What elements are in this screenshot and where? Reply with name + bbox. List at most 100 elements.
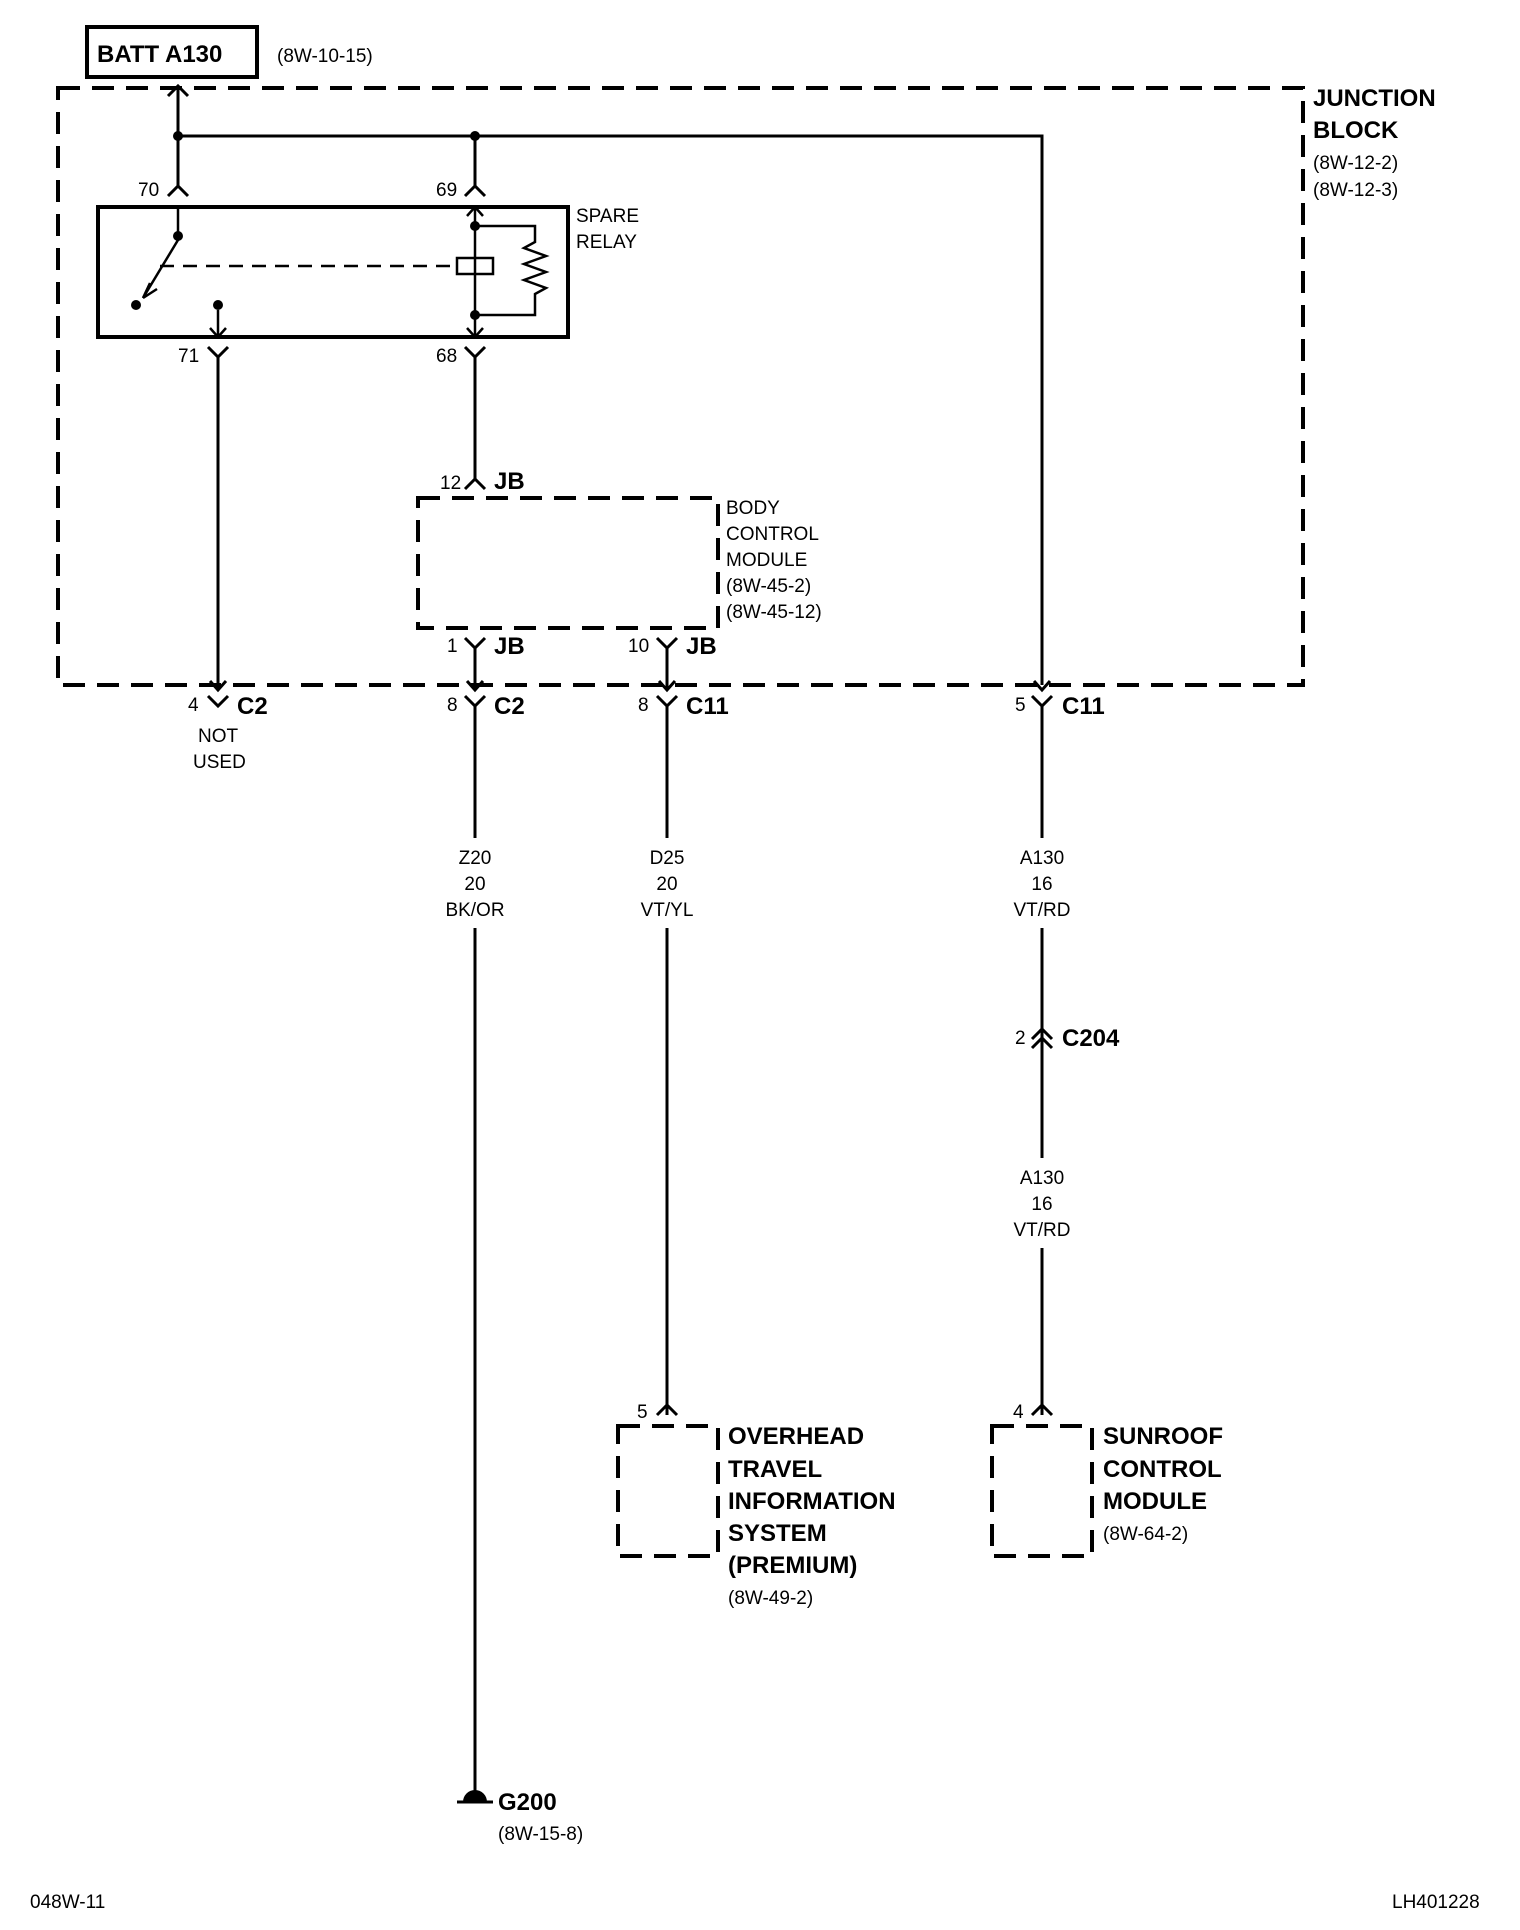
overhead-line-1: OVERHEAD [728, 1423, 864, 1450]
overhead-ref: (8W-49-2) [728, 1588, 813, 1609]
batt-feed-arrow [166, 83, 190, 98]
coil-upper-arrow [466, 205, 484, 217]
ground-ref: (8W-15-8) [498, 1824, 583, 1845]
switch-arm-tip [141, 282, 158, 300]
junction-block-ref-1: (8W-12-2) [1313, 153, 1398, 174]
pin-71-connector [206, 345, 230, 360]
batt-box [85, 25, 259, 79]
pin-71-label: 71 [178, 346, 199, 367]
splice-dot [173, 131, 183, 141]
bcm-pin-12-conn: JB [494, 468, 525, 495]
junction-block-ref-2: (8W-12-3) [1313, 180, 1398, 201]
junction-block-title-1: JUNCTION [1313, 85, 1436, 112]
c11-pin-5-name: C11 [1062, 693, 1105, 720]
pin-69-label: 69 [436, 180, 457, 201]
z20-color: BK/OR [445, 900, 504, 921]
bcm-pin-10-label: 10 [628, 636, 649, 657]
c11-pin-8-name: C11 [686, 693, 729, 720]
bcm-label-2: CONTROL [726, 524, 819, 545]
switch-no-contact-dot [213, 300, 223, 310]
pin-68-label: 68 [436, 346, 457, 367]
suppression-resistor [475, 224, 550, 317]
switch-no-arrow [209, 327, 227, 339]
pin-70-connector [166, 183, 190, 198]
bcm-pin-12-connector [463, 476, 487, 491]
junction-block-outline [56, 86, 1305, 687]
a130-lower-color: VT/RD [1014, 1220, 1071, 1241]
overhead-module-box [616, 1424, 720, 1558]
pin-70-label: 70 [138, 180, 159, 201]
bcm-pin-12-label: 12 [440, 473, 461, 494]
spare-relay-label-2: RELAY [576, 232, 637, 253]
bcm-pin-10-wire-arrow [657, 680, 677, 693]
c2-pin-4-connector [206, 694, 230, 709]
c204-connector [1030, 1026, 1054, 1050]
overhead-line-3: INFORMATION [728, 1488, 896, 1515]
sunroof-pin-4-connector [1030, 1402, 1054, 1417]
overhead-line-5: (PREMIUM) [728, 1552, 857, 1579]
overhead-pin-label: 5 [637, 1402, 648, 1423]
not-used-line-1: NOT [198, 726, 239, 747]
z20-gauge: 20 [464, 874, 485, 895]
sunroof-ref: (8W-64-2) [1103, 1524, 1188, 1545]
c204-name: C204 [1062, 1025, 1120, 1052]
sunroof-line-1: SUNROOF [1103, 1423, 1223, 1450]
a130-bus-wire [178, 134, 1044, 685]
bcm-pin-1-label: 1 [447, 636, 458, 657]
bcm-label-1: BODY [726, 498, 780, 519]
coil-lower-arrow [466, 327, 484, 339]
bcm-pin-10-conn: JB [686, 633, 717, 660]
footer-left-code: 048W-11 [30, 1892, 105, 1913]
switch-contact-dot [173, 231, 183, 241]
d25-gauge: 20 [656, 874, 677, 895]
sunroof-module-box [990, 1424, 1094, 1558]
switch-nc-contact-dot [131, 300, 141, 310]
c2-pin-4-name: C2 [237, 693, 268, 720]
body-control-module-box [416, 496, 720, 630]
bcm-ref-1: (8W-45-2) [726, 576, 811, 597]
d25-circuit: D25 [650, 848, 685, 869]
sunroof-pin-label: 4 [1013, 1402, 1024, 1423]
batt-ref: (8W-10-15) [277, 46, 373, 67]
a130-lower-gauge: 16 [1031, 1194, 1052, 1215]
pin-69-connector [463, 183, 487, 198]
ground-name: G200 [498, 1789, 557, 1816]
sunroof-line-3: MODULE [1103, 1488, 1207, 1515]
spare-relay-box [96, 205, 570, 339]
c204-pin: 2 [1015, 1028, 1026, 1049]
c2-pin-8-name: C2 [494, 693, 525, 720]
bcm-ref-2: (8W-45-12) [726, 602, 822, 623]
junction-block-title-2: BLOCK [1313, 117, 1399, 144]
c11-pin-8-connector [655, 694, 679, 709]
c2-pin-4-label: 4 [188, 695, 199, 716]
c11-pin-8-label: 8 [638, 695, 649, 716]
overhead-pin-5-connector [655, 1402, 679, 1417]
c11-pin-5-label: 5 [1015, 695, 1026, 716]
ground-icon [463, 1790, 487, 1802]
a130-upper-gauge: 16 [1031, 874, 1052, 895]
bcm-label-3: MODULE [726, 550, 807, 571]
bcm-pin-10-connector [655, 636, 679, 651]
spare-relay-label-1: SPARE [576, 206, 639, 227]
a130-lower-circuit: A130 [1020, 1168, 1064, 1189]
sunroof-line-2: CONTROL [1103, 1456, 1222, 1483]
d25-color: VT/YL [641, 900, 694, 921]
c2-pin-8-connector [463, 694, 487, 709]
pin-71-wire-arrow [208, 680, 228, 693]
bcm-pin-1-connector [463, 636, 487, 651]
bcm-pin-1-conn: JB [494, 633, 525, 660]
overhead-line-2: TRAVEL [728, 1456, 822, 1483]
a130-bus-arrow [1032, 680, 1052, 693]
z20-circuit: Z20 [459, 848, 492, 869]
bcm-pin-1-wire-arrow [465, 680, 485, 693]
c11-pin-5-connector [1030, 694, 1054, 709]
batt-label: BATT A130 [97, 41, 222, 68]
a130-upper-circuit: A130 [1020, 848, 1064, 869]
c2-pin-8-label: 8 [447, 695, 458, 716]
pin-68-connector [463, 345, 487, 360]
not-used-line-2: USED [193, 752, 246, 773]
overhead-line-4: SYSTEM [728, 1520, 827, 1547]
footer-right-code: LH401228 [1392, 1892, 1480, 1913]
a130-upper-color: VT/RD [1014, 900, 1071, 921]
